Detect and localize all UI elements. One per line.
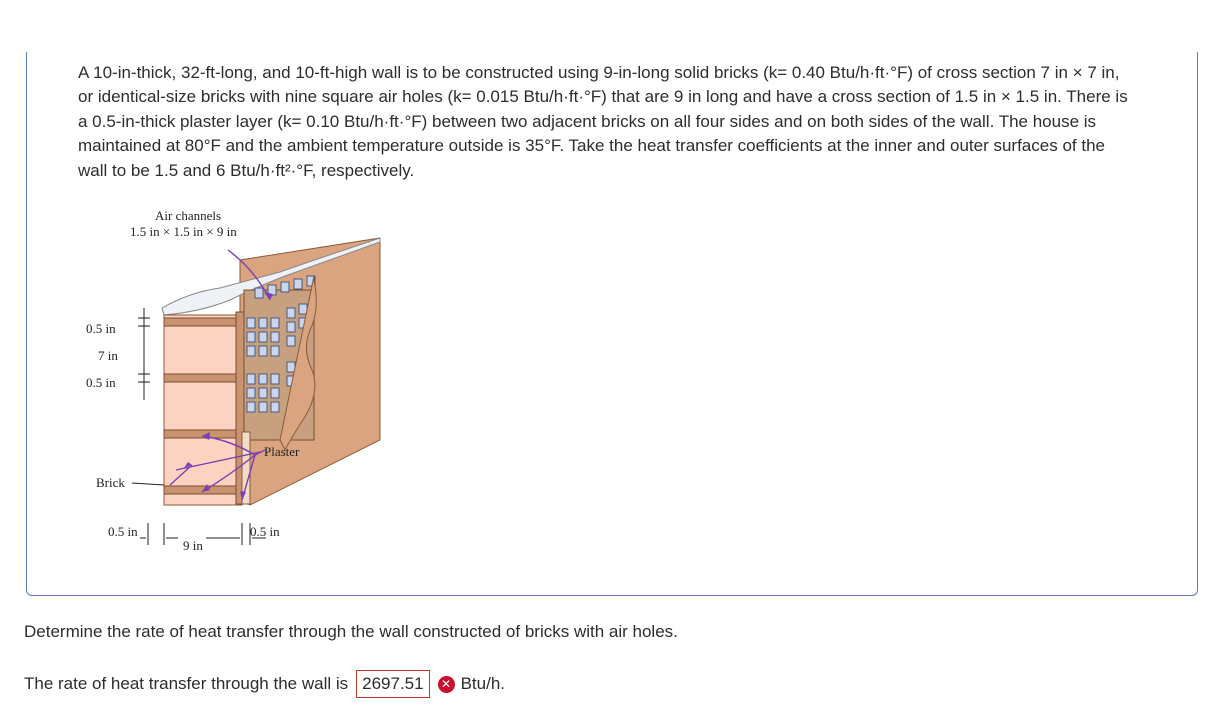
- label-left-thickness: 0.5 in: [108, 524, 138, 539]
- label-right-thickness: 0.5 in: [250, 524, 280, 539]
- answer-line: The rate of heat transfer through the wa…: [24, 670, 505, 698]
- label-brick-length: 9 in: [183, 538, 203, 553]
- incorrect-icon: ✕: [437, 675, 455, 693]
- label-air-dims: 1.5 in × 1.5 in × 9 in: [130, 224, 237, 239]
- wall-diagram: Air channels 1.5 in × 1.5 in × 9 in 0.5 …: [86, 208, 381, 553]
- answer-input[interactable]: 2697.51: [356, 670, 430, 698]
- problem-statement: A 10-in-thick, 32-ft-long, and 10-ft-hig…: [78, 63, 1128, 180]
- question-text: Determine the rate of heat transfer thro…: [24, 622, 678, 641]
- label-top-plaster: 0.5 in: [86, 321, 116, 336]
- label-plaster: Plaster: [264, 444, 300, 459]
- label-brick: Brick: [96, 475, 125, 490]
- wall-figure: Air channels 1.5 in × 1.5 in × 9 in 0.5 …: [80, 200, 420, 570]
- answer-prefix: The rate of heat transfer through the wa…: [24, 674, 349, 693]
- label-air-channels: Air channels: [155, 208, 221, 223]
- answer-unit: Btu/h.: [460, 674, 505, 693]
- air-channel-grid: [243, 275, 317, 452]
- label-bottom-plaster: 0.5 in: [86, 375, 116, 390]
- problem-box: [26, 52, 1198, 596]
- label-brick-height: 7 in: [98, 348, 118, 363]
- brick-front: [163, 314, 243, 506]
